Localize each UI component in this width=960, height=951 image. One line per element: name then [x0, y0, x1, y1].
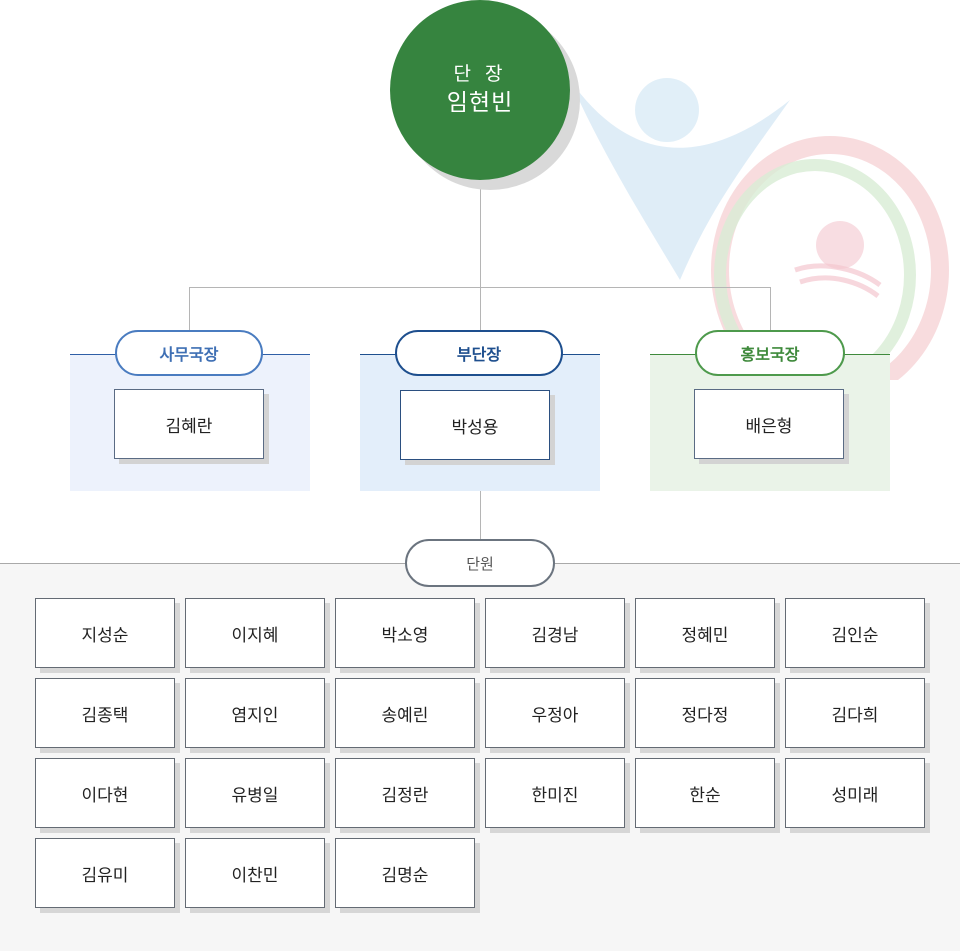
connector-members — [480, 490, 481, 539]
member-card: 한미진 — [485, 758, 625, 828]
member-card: 이지혜 — [185, 598, 325, 668]
emblem-watermark — [570, 78, 949, 380]
member-card: 우정아 — [485, 678, 625, 748]
member-card: 지성순 — [35, 598, 175, 668]
connector-left-drop — [189, 287, 190, 330]
member-card: 김유미 — [35, 838, 175, 908]
member-card: 김정란 — [335, 758, 475, 828]
member-card: 김경남 — [485, 598, 625, 668]
title-pr: 홍보국장 — [695, 330, 845, 376]
member-card: 유병일 — [185, 758, 325, 828]
member-card: 송예린 — [335, 678, 475, 748]
member-card: 한순 — [635, 758, 775, 828]
member-card: 정혜민 — [635, 598, 775, 668]
member-card: 박소영 — [335, 598, 475, 668]
leader-role: 단 장 — [453, 63, 507, 85]
member-card: 김다희 — [785, 678, 925, 748]
connector-horizontal — [189, 287, 771, 288]
member-card: 김인순 — [785, 598, 925, 668]
members-title: 단원 — [405, 539, 555, 587]
person-pr: 배은형 — [694, 389, 844, 459]
leader-node: 단 장 임현빈 — [390, 0, 570, 180]
member-card: 정다정 — [635, 678, 775, 748]
member-card: 염지인 — [185, 678, 325, 748]
title-vice: 부단장 — [395, 330, 563, 376]
member-card: 김종택 — [35, 678, 175, 748]
person-admin: 김혜란 — [114, 389, 264, 459]
member-card: 이찬민 — [185, 838, 325, 908]
title-admin: 사무국장 — [115, 330, 263, 376]
person-vice: 박성용 — [400, 390, 550, 460]
connector-right-drop — [770, 287, 771, 330]
member-card: 성미래 — [785, 758, 925, 828]
connector-leader-vertical — [480, 180, 481, 330]
leader-name: 임현빈 — [446, 90, 514, 116]
member-card: 이다현 — [35, 758, 175, 828]
member-card: 김명순 — [335, 838, 475, 908]
